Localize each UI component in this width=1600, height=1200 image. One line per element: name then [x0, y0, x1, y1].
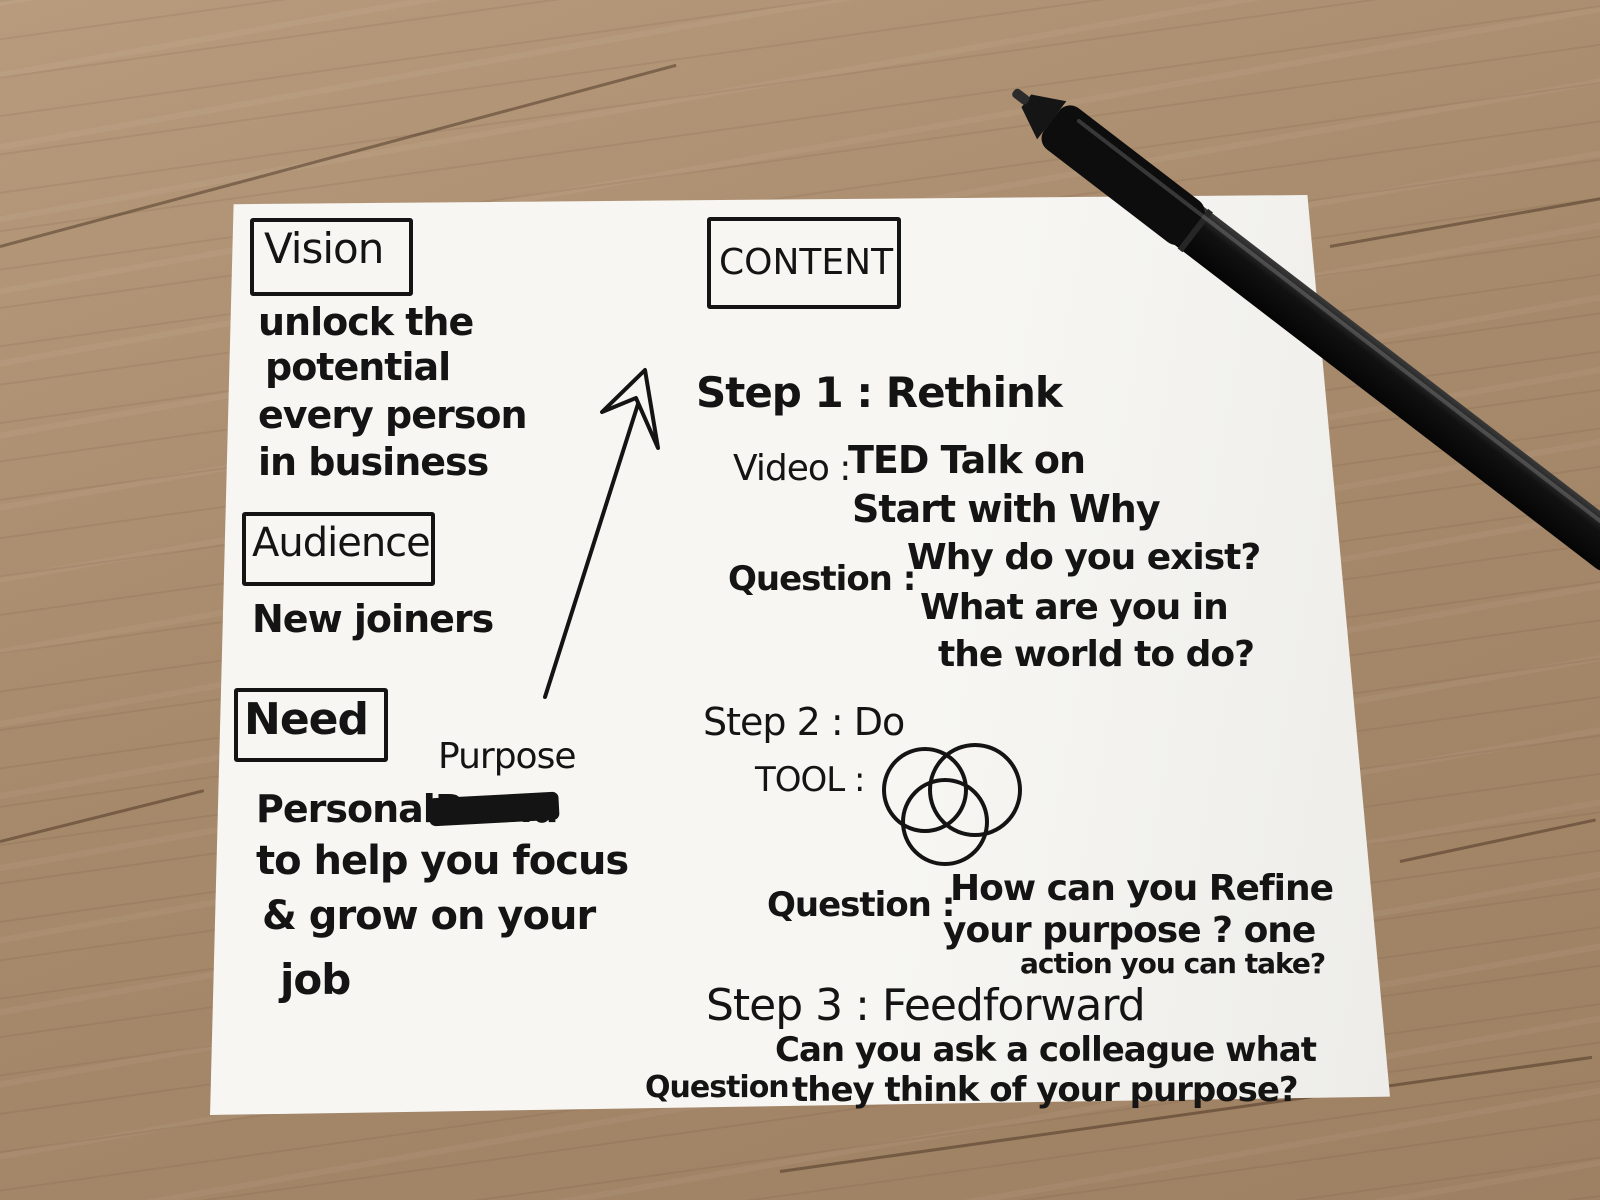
vision-heading: Vision	[264, 224, 384, 273]
need-line-1: Personal	[256, 787, 436, 831]
need-insert-word: Purpose	[438, 736, 576, 777]
need-scribbled-word: Brand	[428, 787, 560, 831]
need-heading: Need	[244, 694, 369, 745]
need-line-4: job	[280, 955, 351, 1004]
audience-text: New joiners	[252, 597, 494, 641]
need-heading-box	[234, 688, 388, 762]
pen-grip	[1041, 105, 1205, 245]
need-line-2: to help you focus	[256, 838, 629, 884]
step1-video-label: Video :	[733, 448, 851, 489]
step1-title: Step 1 : Rethink	[696, 368, 1063, 417]
vision-line-1: unlock the	[258, 300, 474, 344]
paper-sheet	[210, 195, 1390, 1115]
need-line-3: & grow on your	[262, 893, 596, 939]
audience-heading: Audience	[252, 520, 431, 566]
step2-question-line-3: action you can take?	[1020, 947, 1326, 980]
step2-question-line-2: your purpose ? one	[943, 910, 1316, 951]
pen-highlight	[1076, 119, 1600, 535]
step3-question-line-1: Can you ask a colleague what	[775, 1030, 1317, 1070]
venn-circle-left	[882, 747, 968, 833]
step3-question-line-2: they think of your purpose?	[792, 1070, 1299, 1110]
step1-question-label: Question :	[728, 559, 916, 599]
pen-cone	[1021, 94, 1067, 140]
vision-line-4: in business	[258, 440, 489, 484]
venn-circle-right	[928, 743, 1022, 837]
vision-line-3: every person	[258, 393, 528, 437]
vision-heading-box	[250, 218, 413, 296]
pen-ring	[1177, 208, 1213, 253]
step3-question-label: Question	[645, 1070, 790, 1105]
step2-question-line-1: How can you Refine	[950, 868, 1334, 909]
paper-shade	[210, 195, 1390, 1115]
step1-question-line-2: What are you in	[920, 587, 1229, 628]
pen-tip	[1012, 88, 1030, 105]
step1-video-line-2: Start with Why	[852, 487, 1161, 531]
step2-tool-label: TOOL :	[755, 760, 865, 800]
step2-question-label: Question :	[767, 885, 955, 925]
venn-circle-bottom	[901, 778, 989, 866]
audience-heading-box	[242, 512, 435, 586]
step2-title: Step 2 : Do	[703, 700, 905, 744]
content-heading: CONTENT	[719, 242, 894, 283]
step1-question-line-3: the world to do?	[938, 634, 1255, 675]
step1-video-line-1: TED Talk on	[848, 438, 1086, 482]
vision-line-2: potential	[265, 345, 451, 389]
step1-question-line-1: Why do you exist?	[907, 537, 1261, 578]
step3-title: Step 3 : Feedforward	[706, 980, 1146, 1031]
content-heading-box	[707, 217, 901, 309]
